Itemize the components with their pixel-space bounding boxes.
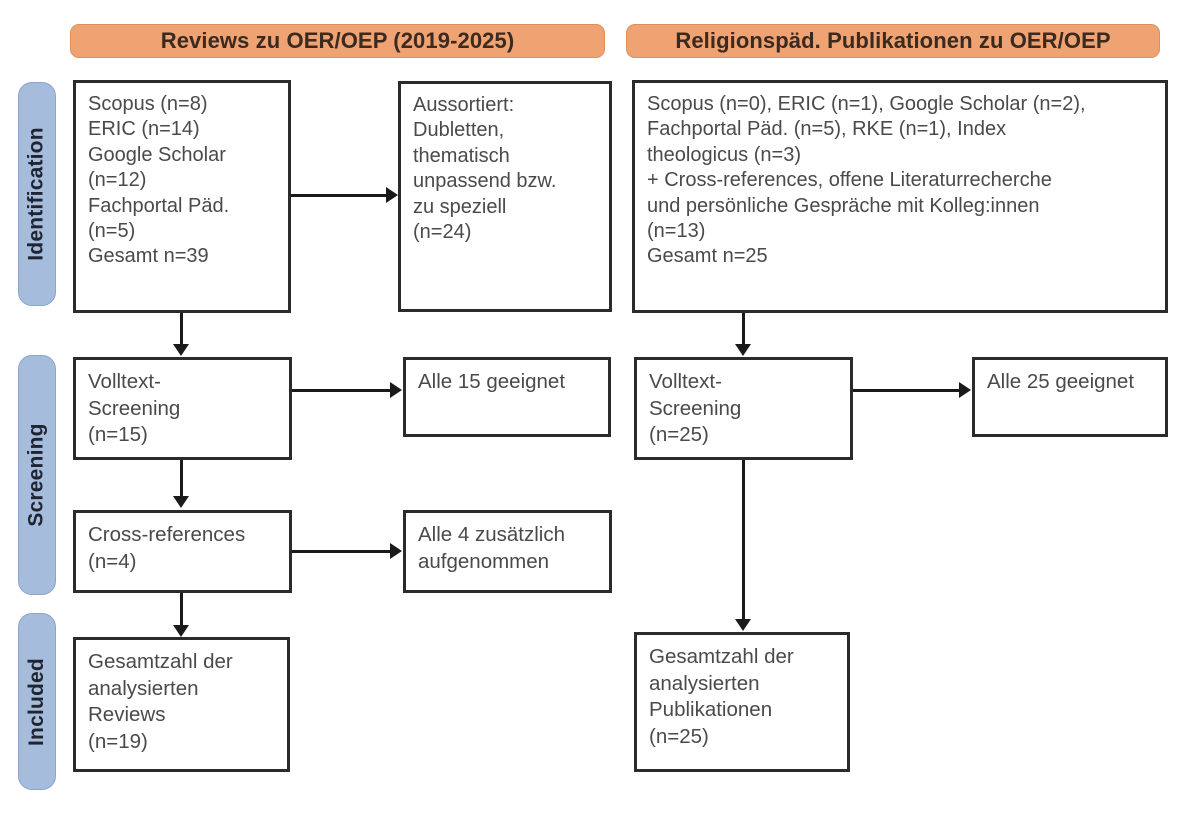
connector-right-sources-to-fulltext bbox=[742, 313, 745, 345]
box-left-excluded-line-5: zu speziell bbox=[413, 195, 507, 218]
box-left-sources-line-5: Fachportal Päd. bbox=[88, 194, 230, 217]
box-left-included-line-3: Reviews bbox=[88, 703, 166, 727]
column-header-reviews: Reviews zu OER/OEP (2019-2025) bbox=[70, 24, 605, 58]
box-right-sources-line-7: Gesamt n=25 bbox=[647, 245, 768, 268]
box-left-included-line-1: Gesamtzahl der bbox=[88, 650, 233, 673]
box-right-fulltext-line-1: Volltext- bbox=[649, 370, 722, 393]
connector-left-crossrefs-to-added bbox=[292, 550, 391, 553]
box-right-eligible: Alle 25 geeignet bbox=[972, 357, 1168, 437]
connector-right-fulltext-to-included bbox=[742, 460, 745, 620]
box-left-crossrefs-line-1: Cross-references bbox=[88, 523, 246, 546]
box-right-sources-line-3: theologicus (n=3) bbox=[647, 143, 801, 166]
phase-bar-identification: Identification bbox=[18, 82, 56, 306]
box-right-fulltext-line-2: Screening bbox=[649, 396, 742, 420]
connector-left-sources-to-fulltext bbox=[180, 313, 183, 345]
box-left-included: Gesamtzahl der analysierten Reviews (n=1… bbox=[73, 637, 290, 772]
box-right-included-line-3: Publikationen bbox=[649, 698, 773, 722]
connector-left-fulltext-to-crossrefs bbox=[180, 460, 183, 497]
box-left-included-line-2: analysierten bbox=[88, 676, 199, 700]
box-left-added-line-2: aufgenommen bbox=[418, 549, 550, 573]
box-right-eligible-line-1: Alle 25 geeignet bbox=[987, 370, 1135, 393]
connector-left-crossrefs-to-included bbox=[180, 593, 183, 626]
box-right-included-line-1: Gesamtzahl der bbox=[649, 645, 794, 668]
box-left-added: Alle 4 zusätzlich aufgenommen bbox=[403, 510, 612, 593]
phase-bar-screening: Screening bbox=[18, 355, 56, 595]
phase-label-included: Included bbox=[25, 657, 49, 746]
box-left-excluded-line-4: unpassend bzw. bbox=[413, 170, 557, 193]
box-left-added-line-1: Alle 4 zusätzlich bbox=[418, 523, 565, 546]
arrow-left-sources-to-excluded bbox=[386, 187, 398, 203]
box-left-fulltext-line-3: (n=15) bbox=[88, 423, 148, 447]
box-right-sources-line-6: (n=13) bbox=[647, 219, 706, 242]
column-header-religionspaed-label: Religionspäd. Publikationen zu OER/OEP bbox=[675, 28, 1111, 53]
box-right-fulltext-screening: Volltext- Screening (n=25) bbox=[634, 357, 853, 460]
column-header-religionspaed: Religionspäd. Publikationen zu OER/OEP bbox=[626, 24, 1160, 58]
arrow-left-crossrefs-to-included bbox=[173, 625, 189, 637]
box-left-excluded-line-2: Dubletten, bbox=[413, 119, 505, 142]
box-right-sources-line-1: Scopus (n=0), ERIC (n=1), Google Scholar… bbox=[647, 93, 1086, 115]
box-left-eligible: Alle 15 geeignet bbox=[403, 357, 611, 437]
box-left-included-line-4: (n=19) bbox=[88, 729, 148, 753]
phase-label-screening: Screening bbox=[25, 423, 48, 527]
box-left-sources-line-3: Google Scholar bbox=[88, 143, 226, 166]
box-right-included-line-4: (n=25) bbox=[649, 724, 709, 748]
box-right-fulltext-line-3: (n=25) bbox=[649, 423, 709, 447]
box-right-sources: Scopus (n=0), ERIC (n=1), Google Scholar… bbox=[632, 80, 1168, 313]
connector-right-fulltext-to-eligible bbox=[853, 389, 960, 392]
box-left-sources: Scopus (n=8) ERIC (n=14) Google Scholar … bbox=[73, 80, 291, 313]
box-left-fulltext-line-1: Volltext- bbox=[88, 370, 161, 393]
box-right-included-line-2: analysierten bbox=[649, 671, 760, 695]
box-left-eligible-line-1: Alle 15 geeignet bbox=[418, 370, 566, 393]
arrow-right-fulltext-to-included bbox=[735, 619, 751, 631]
box-left-crossrefs: Cross-references (n=4) bbox=[73, 510, 292, 593]
box-left-sources-line-1: Scopus (n=8) bbox=[88, 93, 208, 115]
box-left-crossrefs-line-2: (n=4) bbox=[88, 549, 137, 573]
box-left-fulltext-line-2: Screening bbox=[88, 396, 181, 420]
arrow-left-fulltext-to-eligible bbox=[390, 382, 402, 398]
arrow-right-sources-to-fulltext bbox=[735, 344, 751, 356]
box-left-sources-line-7: Gesamt n=39 bbox=[88, 245, 209, 268]
connector-left-sources-to-excluded bbox=[291, 194, 387, 197]
arrow-left-crossrefs-to-added bbox=[390, 543, 402, 559]
box-left-excluded: Aussortiert: Dubletten, thematisch unpas… bbox=[398, 81, 612, 312]
connector-left-fulltext-to-eligible bbox=[292, 389, 391, 392]
box-left-sources-line-2: ERIC (n=14) bbox=[88, 118, 200, 141]
column-header-reviews-label: Reviews zu OER/OEP (2019-2025) bbox=[160, 28, 515, 53]
arrow-left-fulltext-to-crossrefs bbox=[173, 496, 189, 508]
box-left-sources-line-6: (n=5) bbox=[88, 219, 136, 242]
box-right-sources-line-2: Fachportal Päd. (n=5), RKE (n=1), Index bbox=[647, 118, 1007, 141]
arrow-left-sources-to-fulltext bbox=[173, 344, 189, 356]
box-left-fulltext-screening: Volltext- Screening (n=15) bbox=[73, 357, 292, 460]
box-left-excluded-line-6: (n=24) bbox=[413, 220, 472, 243]
box-right-sources-line-5: und persönliche Gespräche mit Kolleg:inn… bbox=[647, 194, 1040, 217]
arrow-right-fulltext-to-eligible bbox=[959, 382, 971, 398]
box-left-sources-line-4: (n=12) bbox=[88, 169, 147, 192]
box-left-excluded-line-1: Aussortiert: bbox=[413, 94, 515, 116]
box-right-included: Gesamtzahl der analysierten Publikatione… bbox=[634, 632, 850, 772]
phase-label-identification: Identification bbox=[25, 127, 48, 261]
phase-bar-included: Included bbox=[18, 613, 56, 790]
box-left-excluded-line-3: thematisch bbox=[413, 144, 510, 167]
box-right-sources-line-4: + Cross-references, offene Literaturrech… bbox=[647, 169, 1052, 192]
